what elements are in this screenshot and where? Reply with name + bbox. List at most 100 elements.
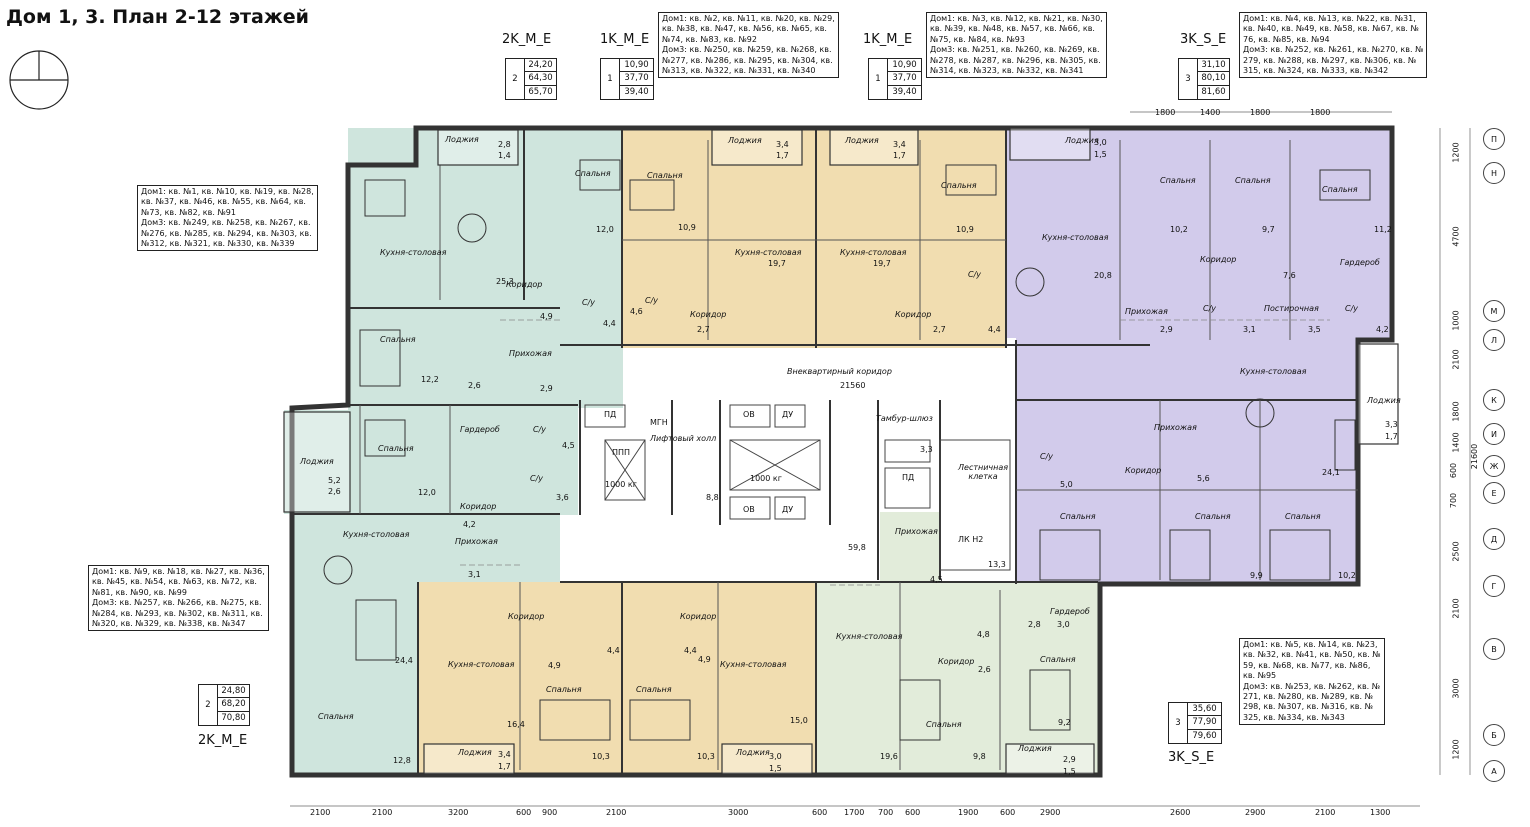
room-label: Спальня [380,335,416,344]
common-label: 1000 кг [605,480,637,489]
area-num: 2,8 [1028,620,1041,629]
room-label: Кухня-столовая [720,660,787,669]
area-num: 2,7 [697,325,710,334]
area-num: 4,9 [548,661,561,670]
axis-marker: П [1483,128,1505,150]
loggia-area: 1,7 [893,151,906,160]
area-num: 3,1 [468,570,481,579]
common-label: ДУ [782,505,794,514]
axis-marker: Л [1483,329,1505,351]
room-label: Кухня-столовая [840,248,907,257]
area-num: 4,4 [684,646,697,655]
loggia-area: 1,4 [498,151,511,160]
area-num: 9,9 [1250,571,1263,580]
area-num: 9,2 [1058,718,1071,727]
area-num: 19,7 [873,259,891,268]
axis-marker: М [1483,300,1505,322]
area-num: 25,3 [496,277,514,286]
area-num: 10,2 [1338,571,1356,580]
room-label: Кухня-столовая [735,248,802,257]
room-label: С/у [533,425,547,434]
apt-fill-3k-bottom [1016,338,1356,584]
room-label: Прихожая [1154,423,1197,432]
apt-fill-bottom-green-2 [880,512,940,584]
room-label: Коридор [690,310,727,319]
area-num: 19,6 [880,752,898,761]
room-label: Спальня [318,712,354,721]
room-label: Спальня [1160,176,1196,185]
room-label: Гардероб [460,425,500,434]
loggia-area: 3,4 [498,750,511,759]
apt-fill-bottom-yellow [418,582,816,774]
area-num: 4,9 [698,655,711,664]
area-num: 3,1 [1243,325,1256,334]
area-num: 19,7 [768,259,786,268]
common-label: 1000 кг [750,474,782,483]
common-label: 13,3 [988,560,1006,569]
page-title: Дом 1, 3. План 2-12 этажей [6,6,309,28]
room-label: Спальня [926,720,962,729]
room-label: С/у [1040,452,1054,461]
room-label: Спальня [1322,185,1358,194]
area-num: 4,4 [988,325,1001,334]
apt-note: Дом1: кв. №5, кв. №14, кв. №23, кв. №32,… [1239,638,1385,726]
room-label: С/у [582,298,596,307]
room-label: Прихожая [455,537,498,546]
loggia-area: 3,4 [776,140,789,149]
room-label: Кухня-столовая [380,248,447,257]
area-num: 11,2 [1374,225,1392,234]
loggia-area: 1,5 [1094,150,1107,159]
room-label: Коридор [938,657,975,666]
common-label: Внеквартирный коридор [787,367,892,376]
room-label: Лоджия [458,748,492,757]
apt-code: 3K_S_E [1168,750,1215,765]
room-label: Коридор [895,310,932,319]
common-label: 59,8 [848,543,866,552]
area-num: 4,5 [930,575,943,584]
area-num: 12,2 [421,375,439,384]
area-num: 4,5 [562,441,575,450]
loggias [283,127,1399,775]
apt-note: Дом1: кв. №9, кв. №18, кв. №27, кв. №36,… [88,565,269,632]
common-label: ПД [604,410,617,419]
axis-marker: Г [1483,575,1505,597]
area-num: 15,0 [790,716,808,725]
apt-note: Дом1: кв. №4, кв. №13, кв. №22, кв. №31,… [1239,12,1428,79]
room-label: Прихожая [509,349,552,358]
room-label: С/у [530,474,544,483]
apt-fill-bottom-green [816,582,1098,774]
room-label: Кухня-столовая [448,660,515,669]
area-num: 2,9 [540,384,553,393]
area-num: 24,1 [1322,468,1340,477]
loggia-area: 1,7 [1385,432,1398,441]
area-num: 2,6 [978,665,991,674]
common-label: ППП [612,448,631,457]
room-label: Постирочная [1264,304,1319,313]
axis-marker: Е [1483,482,1505,504]
room-label: Лоджия [1367,396,1401,405]
area-num: 20,8 [1094,271,1112,280]
loggia-area: 2,9 [1063,755,1076,764]
loggia-area: 3,3 [1385,420,1398,429]
loggia-area: 3,0 [1094,138,1107,147]
area-num: 5,0 [1060,480,1073,489]
area-num: 12,8 [393,756,411,765]
axis-marker: Д [1483,528,1505,550]
area-num: 10,9 [678,223,696,232]
room-label: Лоджия [445,135,479,144]
area-num: 3,0 [1057,620,1070,629]
common-label: Лифтовый холл [650,434,717,443]
loggia-area: 2,8 [498,140,511,149]
common-label: ЛК Н2 [958,535,984,544]
walls [289,125,1395,778]
area-num: 4,4 [607,646,620,655]
room-label: Лоджия [1018,744,1052,753]
room-label: Кухня-столовая [1042,233,1109,242]
axis-marker: А [1483,760,1505,782]
apt-note: Дом1: кв. №2, кв. №11, кв. №20, кв. №29,… [658,12,839,79]
area-num: 12,0 [418,488,436,497]
dimension-lines [290,111,1471,807]
